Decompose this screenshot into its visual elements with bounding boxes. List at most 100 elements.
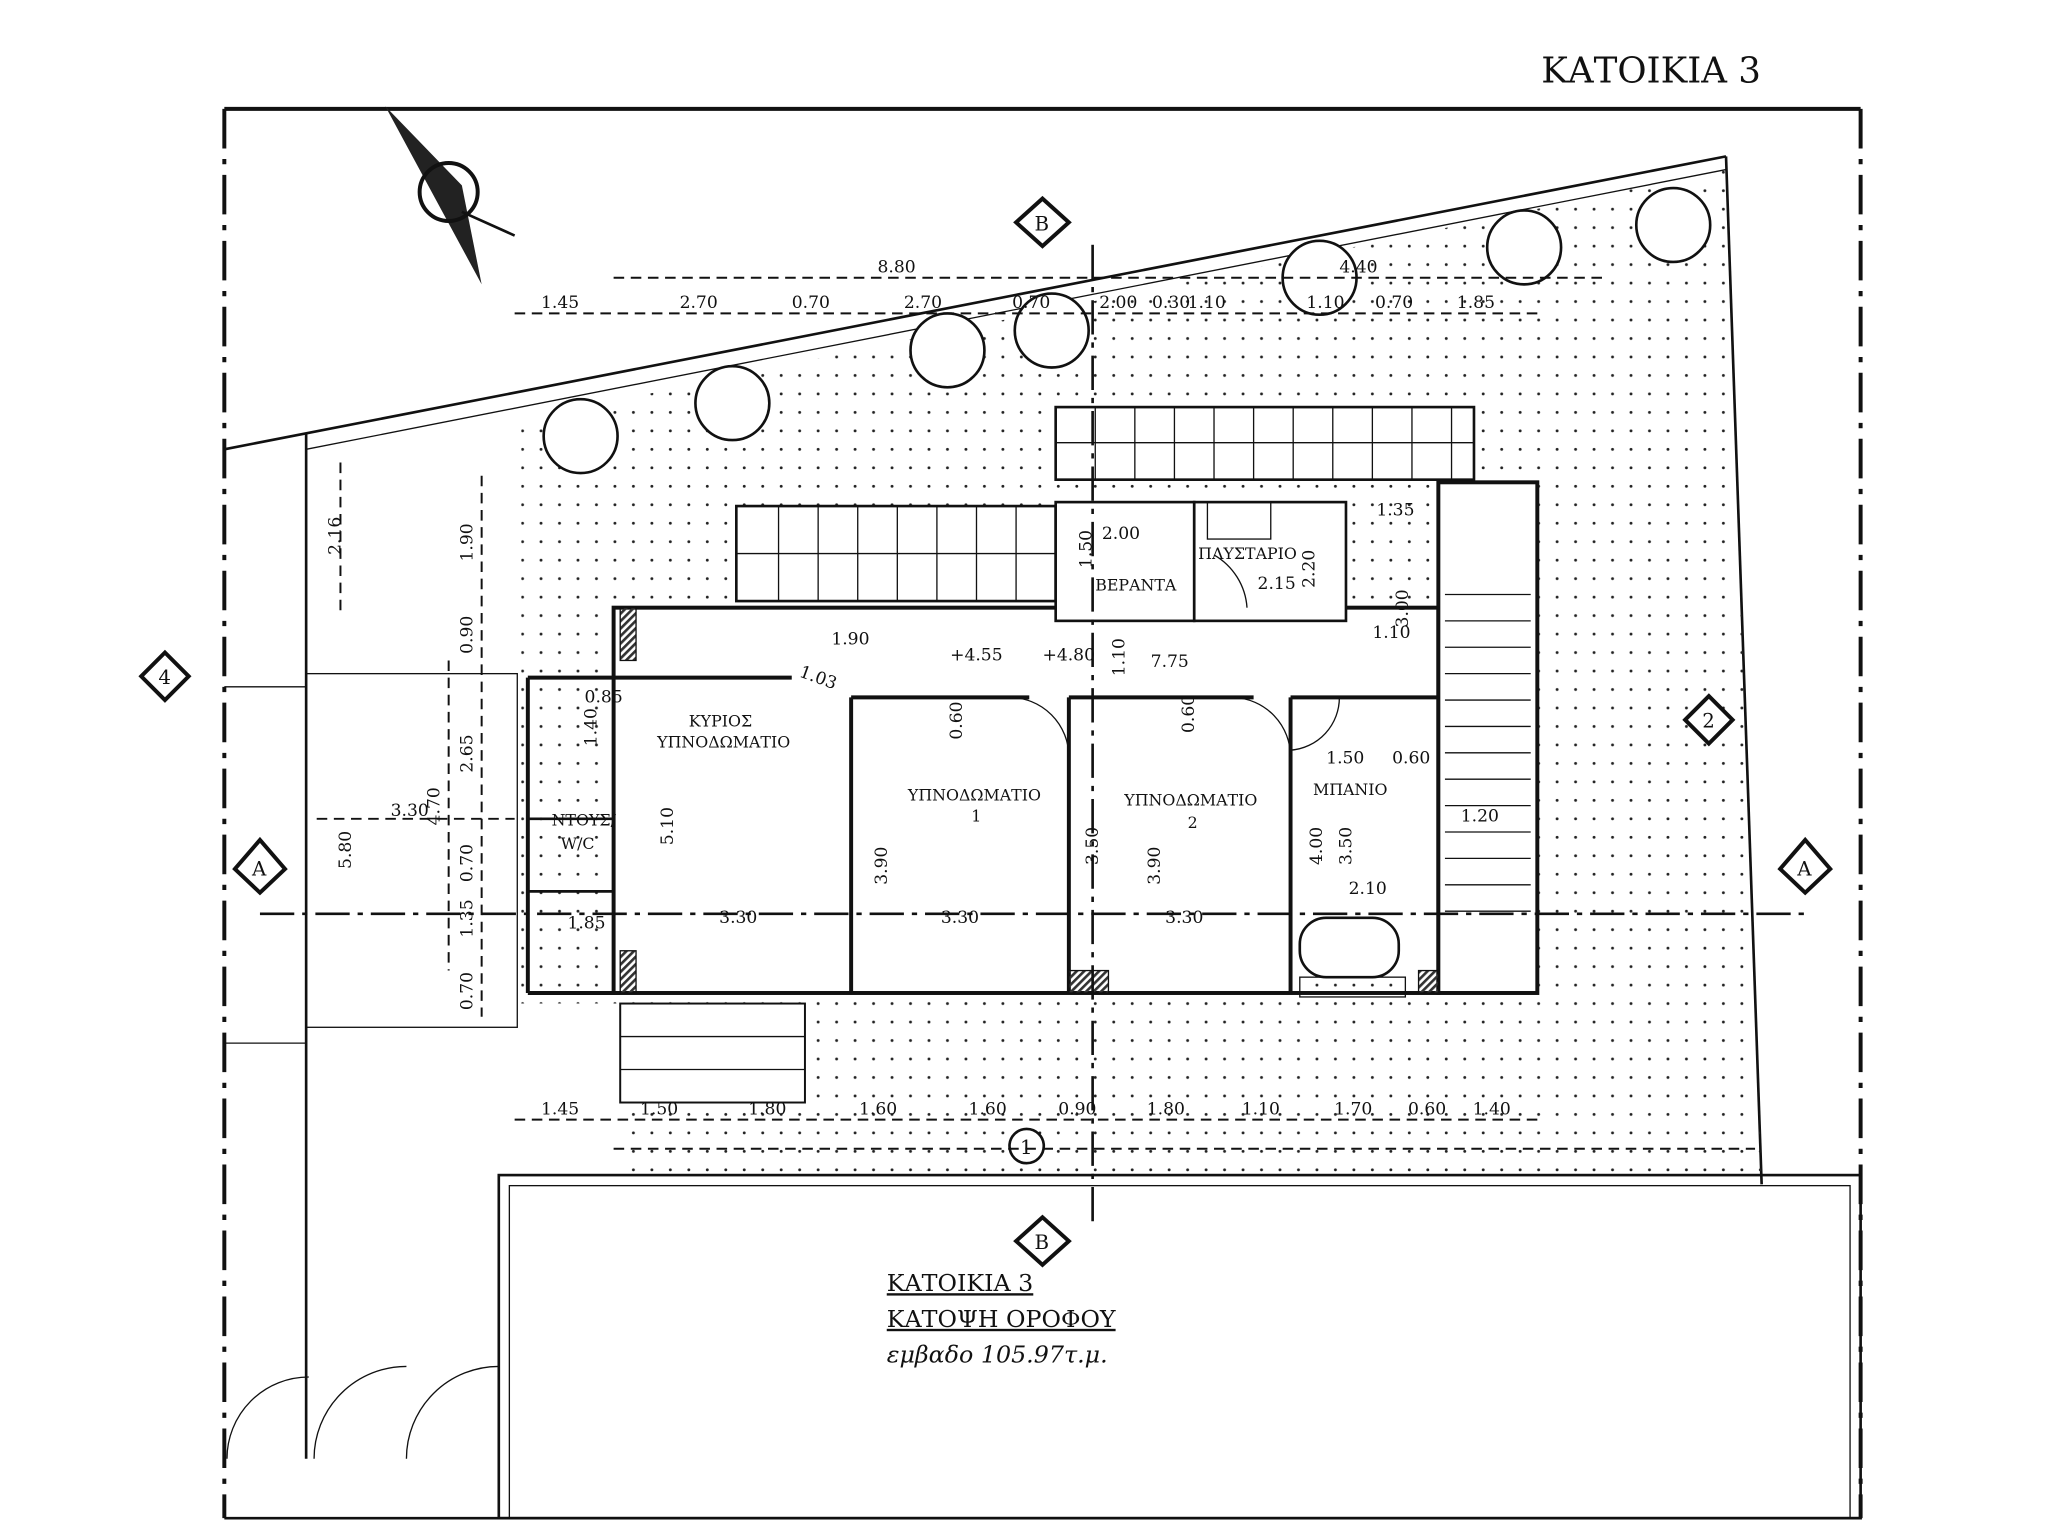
- svg-text:1.85: 1.85: [1457, 293, 1495, 313]
- svg-text:0.70: 0.70: [457, 844, 477, 882]
- tree-icon: [694, 364, 771, 442]
- svg-text:1.60: 1.60: [859, 1099, 897, 1119]
- svg-text:5.10: 5.10: [658, 807, 678, 845]
- svg-text:4.00: 4.00: [1307, 827, 1327, 865]
- section-marker-b-top: B: [1013, 195, 1072, 249]
- svg-text:2: 2: [1188, 813, 1198, 832]
- svg-text:7.75: 7.75: [1151, 652, 1189, 672]
- svg-text:1.45: 1.45: [541, 293, 579, 313]
- svg-text:0.60: 0.60: [947, 701, 967, 739]
- svg-text:1.50: 1.50: [640, 1099, 678, 1119]
- svg-text:W/C: W/C: [561, 834, 595, 853]
- room-label-veranda: ΒΕΡΑΝΤΑ: [1095, 576, 1177, 595]
- tree-icon: [1634, 186, 1712, 264]
- svg-text:3.30: 3.30: [1165, 908, 1203, 928]
- dimension-lines: [316, 276, 1756, 1150]
- svg-text:4: 4: [158, 666, 171, 689]
- svg-text:B: B: [1035, 1231, 1050, 1254]
- tree-icon: [1485, 209, 1563, 286]
- svg-text:3.30: 3.30: [941, 908, 979, 928]
- svg-text:1.80: 1.80: [1147, 1099, 1185, 1119]
- svg-text:0.90: 0.90: [457, 616, 477, 654]
- sheet-title: ΚΑΤΟΙΚΙΑ 3: [1541, 50, 1761, 91]
- svg-text:2.10: 2.10: [1349, 879, 1387, 899]
- svg-text:0.70: 0.70: [457, 972, 477, 1010]
- svg-text:ΚΑΤΟΙΚΙΑ 3: ΚΑΤΟΙΚΙΑ 3: [887, 1269, 1034, 1297]
- svg-text:1.50: 1.50: [1076, 530, 1096, 568]
- svg-text:A: A: [251, 858, 267, 881]
- svg-text:3.90: 3.90: [1145, 847, 1165, 885]
- svg-text:1: 1: [971, 806, 981, 825]
- svg-text:2.00: 2.00: [1099, 293, 1137, 313]
- svg-text:ΥΠΝΟΔΩΜΑΤΙΟ: ΥΠΝΟΔΩΜΑΤΙΟ: [656, 733, 790, 752]
- svg-text:4.70: 4.70: [424, 787, 444, 825]
- svg-text:1.35: 1.35: [1376, 500, 1414, 520]
- svg-text:1.10: 1.10: [1372, 623, 1410, 643]
- svg-text:2.65: 2.65: [457, 734, 477, 772]
- room-label-master: ΚΥΡΙΟΣ: [689, 711, 752, 730]
- svg-text:3.30: 3.30: [719, 908, 757, 928]
- tree-icon: [909, 312, 986, 389]
- north-arrow-icon: [385, 106, 516, 285]
- svg-text:0.60: 0.60: [1179, 695, 1199, 733]
- svg-text:1.20: 1.20: [1461, 806, 1499, 826]
- house-walls: [525, 480, 1540, 1104]
- svg-text:2.16: 2.16: [325, 517, 345, 555]
- svg-text:1.90: 1.90: [457, 523, 477, 561]
- svg-text:1.10: 1.10: [1188, 293, 1226, 313]
- grid-marker-1: 1: [1008, 1127, 1046, 1165]
- section-lines: [259, 244, 1806, 1228]
- tree-icon: [542, 397, 619, 475]
- svg-text:1: 1: [1020, 1136, 1033, 1159]
- svg-text:1.40: 1.40: [1473, 1099, 1511, 1119]
- svg-text:B: B: [1035, 212, 1050, 235]
- tree-icon: [1013, 292, 1090, 369]
- svg-text:0.30: 0.30: [1152, 293, 1190, 313]
- svg-text:0.90: 0.90: [1058, 1099, 1096, 1119]
- svg-text:1.85: 1.85: [567, 913, 605, 933]
- svg-text:3.00: 3.00: [1393, 589, 1413, 627]
- room-label-shower-wc: ΝΤΟΥΣ/: [552, 810, 617, 829]
- svg-text:1.90: 1.90: [831, 630, 869, 650]
- grid-marker-2: 2: [1682, 693, 1736, 747]
- svg-text:0.85: 0.85: [585, 688, 623, 708]
- svg-text:+4.80: +4.80: [1042, 645, 1095, 665]
- svg-text:+4.55: +4.55: [950, 645, 1003, 665]
- svg-text:1.80: 1.80: [748, 1099, 786, 1119]
- svg-text:2.70: 2.70: [680, 293, 718, 313]
- svg-text:0.70: 0.70: [1375, 293, 1413, 313]
- svg-text:εμβαδο 105.97τ.μ.: εμβαδο 105.97τ.μ.: [887, 1340, 1108, 1368]
- svg-text:1.10: 1.10: [1109, 638, 1129, 676]
- room-labels: ΚΥΡΙΟΣ ΥΠΝΟΔΩΜΑΤΙΟ ΥΠΝΟΔΩΜΑΤΙΟ 1 ΥΠΝΟΔΩΜ…: [552, 544, 1388, 853]
- section-markers: B B A A 4 2 1: [138, 195, 1834, 1268]
- svg-text:1.35: 1.35: [457, 899, 477, 937]
- svg-text:4.40: 4.40: [1339, 257, 1377, 277]
- svg-text:ΚΑΤΟΨΗ ΟΡΟΦΟΥ: ΚΑΤΟΨΗ ΟΡΟΦΟΥ: [887, 1305, 1116, 1333]
- svg-text:3.30: 3.30: [391, 801, 429, 821]
- svg-text:1.60: 1.60: [969, 1099, 1007, 1119]
- svg-text:2.70: 2.70: [904, 293, 942, 313]
- svg-text:0.60: 0.60: [1408, 1099, 1446, 1119]
- drawing-caption: ΚΑΤΟΙΚΙΑ 3 ΚΑΤΟΨΗ ΟΡΟΦΟΥ εμβαδο 105.97τ.…: [887, 1269, 1116, 1368]
- section-marker-a-right: A: [1777, 836, 1834, 896]
- svg-text:1.10: 1.10: [1242, 1099, 1280, 1119]
- svg-text:8.80: 8.80: [878, 257, 916, 277]
- svg-text:1.45: 1.45: [541, 1099, 579, 1119]
- section-marker-a-left: A: [232, 836, 288, 896]
- svg-text:0.70: 0.70: [792, 293, 830, 313]
- svg-text:2.20: 2.20: [1299, 550, 1319, 588]
- svg-text:2.15: 2.15: [1258, 574, 1296, 594]
- svg-text:5.80: 5.80: [336, 831, 356, 869]
- plot-border: [222, 106, 1863, 1520]
- svg-text:2.00: 2.00: [1102, 524, 1140, 544]
- room-label-bathroom: ΜΠΑΝΙΟ: [1313, 780, 1388, 799]
- svg-text:0.60: 0.60: [1392, 748, 1430, 768]
- svg-text:1.50: 1.50: [1326, 748, 1364, 768]
- room-label-laundry: ΠΛΥΣΤΑΡΙΟ: [1198, 544, 1297, 563]
- svg-text:0.70: 0.70: [1012, 293, 1050, 313]
- room-label-bedroom-1: ΥΠΝΟΔΩΜΑΤΙΟ: [907, 785, 1041, 804]
